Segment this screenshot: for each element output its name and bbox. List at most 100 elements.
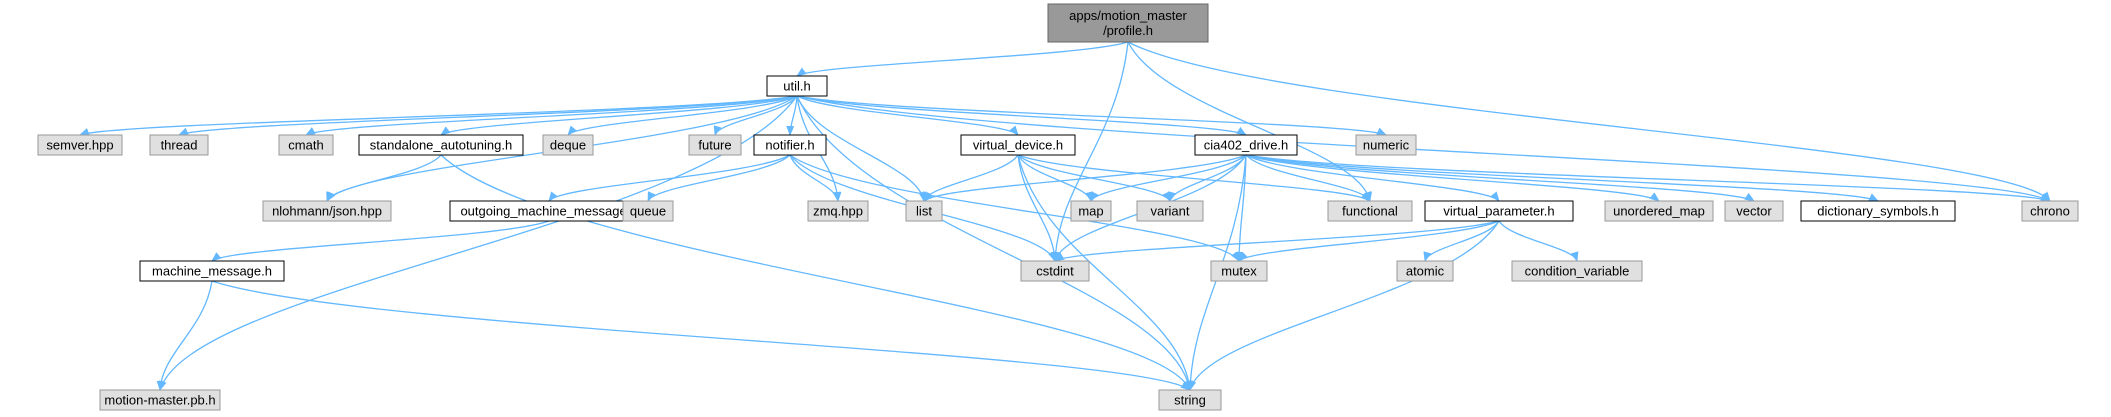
node-queue: queue <box>622 200 674 222</box>
node-box-util <box>766 75 828 97</box>
node-virtual_device[interactable]: virtual_device.h <box>960 134 1076 156</box>
node-zmq: zmq.hpp <box>807 200 869 222</box>
node-root[interactable]: apps/motion_master/profile.h <box>1047 3 1209 43</box>
node-box-functional <box>1327 200 1413 222</box>
edge-util-to-cia402 <box>796 95 1247 136</box>
edge-virtual_device-to-variant <box>1017 154 1171 202</box>
node-label-dictionary: dictionary_symbols.h <box>1817 204 1938 219</box>
node-outgoing[interactable]: outgoing_machine_message.h <box>449 200 649 222</box>
node-box-vector <box>1724 200 1784 222</box>
node-variant: variant <box>1136 200 1204 222</box>
node-box-standalone <box>358 134 524 156</box>
edge-standalone-to-string <box>440 154 1191 391</box>
edges-layer <box>79 41 2051 391</box>
node-box-variant <box>1136 200 1204 222</box>
node-label-root: /profile.h <box>1103 23 1153 38</box>
node-dictionary[interactable]: dictionary_symbols.h <box>1800 200 1956 222</box>
node-label-outgoing: outgoing_machine_message.h <box>460 204 637 219</box>
node-label-future: future <box>698 138 731 153</box>
edge-cia402-to-map <box>1090 154 1247 202</box>
edge-cia402-to-unordered_map <box>1245 154 1660 202</box>
node-nlohmann: nlohmann/json.hpp <box>262 200 392 222</box>
node-label-mutex: mutex <box>1221 264 1257 279</box>
edge-virtual_device-to-list <box>922 154 1019 202</box>
node-chrono: chrono <box>2021 200 2079 222</box>
node-box-deque <box>542 134 594 156</box>
edge-machine_message-to-motion_pb <box>156 280 213 391</box>
edge-cia402-to-functional <box>1245 154 1371 202</box>
node-cmath: cmath <box>278 134 334 156</box>
edge-util-to-future <box>713 95 798 136</box>
edge-cia402-to-mutex <box>1235 154 1247 262</box>
edge-cia402-to-list <box>923 154 1247 202</box>
node-notifier[interactable]: notifier.h <box>753 134 827 156</box>
edge-util-to-list <box>796 95 927 202</box>
edge-util-to-semver <box>79 95 798 136</box>
node-box-list <box>905 200 943 222</box>
edge-root-to-functional <box>1127 41 1372 202</box>
node-label-util: util.h <box>783 79 810 94</box>
edge-util-to-cmath <box>305 95 798 136</box>
node-box-virtual_device <box>960 134 1076 156</box>
edge-util-to-notifier <box>786 95 798 136</box>
node-label-chrono: chrono <box>2030 204 2070 219</box>
node-box-future <box>688 134 742 156</box>
node-standalone[interactable]: standalone_autotuning.h <box>358 134 524 156</box>
edge-notifier-to-outgoing <box>548 154 791 202</box>
edge-virtual_parameter-to-atomic <box>1423 220 1500 262</box>
edge-util-to-numeric <box>796 95 1387 136</box>
node-box-cia402 <box>1194 134 1298 156</box>
node-box-cstdint <box>1020 260 1090 282</box>
node-label-zmq: zmq.hpp <box>813 204 863 219</box>
node-label-functional: functional <box>1342 204 1398 219</box>
node-semver: semver.hpp <box>37 134 123 156</box>
node-box-mutex <box>1210 260 1268 282</box>
node-label-atomic: atomic <box>1406 264 1445 279</box>
edge-notifier-to-queue <box>647 154 791 202</box>
edge-util-to-virtual_device <box>796 95 1019 136</box>
node-label-cia402: cia402_drive.h <box>1204 138 1289 153</box>
node-condition_variable: condition_variable <box>1511 260 1643 282</box>
node-label-queue: queue <box>630 204 666 219</box>
node-label-motion_pb: motion-master.pb.h <box>104 393 215 408</box>
edge-outgoing-to-machine_message <box>211 220 550 262</box>
node-label-thread: thread <box>161 138 198 153</box>
node-cia402[interactable]: cia402_drive.h <box>1194 134 1298 156</box>
node-box-chrono <box>2021 200 2079 222</box>
node-label-deque: deque <box>550 138 586 153</box>
edge-cia402-to-vector <box>1245 154 1755 202</box>
node-label-string: string <box>1174 393 1206 408</box>
edge-cia402-to-virtual_parameter <box>1245 154 1500 202</box>
node-box-numeric <box>1355 134 1417 156</box>
node-mutex: mutex <box>1210 260 1268 282</box>
edge-machine_message-to-string <box>211 280 1191 391</box>
edge-virtual_parameter-to-cstdint <box>1054 220 1500 262</box>
node-deque: deque <box>542 134 594 156</box>
node-label-root: apps/motion_master <box>1069 8 1187 23</box>
node-machine_message[interactable]: machine_message.h <box>139 260 285 282</box>
edge-root-to-util <box>796 41 1129 77</box>
node-box-map <box>1070 200 1112 222</box>
node-box-semver <box>37 134 123 156</box>
node-box-motion_pb <box>99 389 221 411</box>
node-label-cmath: cmath <box>288 138 323 153</box>
node-util[interactable]: util.h <box>766 75 828 97</box>
edge-virtual_device-to-string <box>1017 154 1194 391</box>
node-atomic: atomic <box>1396 260 1454 282</box>
node-label-standalone: standalone_autotuning.h <box>370 138 512 153</box>
edge-standalone-to-nlohmann <box>326 154 442 202</box>
edge-util-to-thread <box>178 95 798 136</box>
edge-notifier-to-zmq <box>789 154 841 202</box>
node-label-cstdint: cstdint <box>1036 264 1074 279</box>
node-label-variant: variant <box>1150 204 1189 219</box>
node-virtual_parameter[interactable]: virtual_parameter.h <box>1424 200 1574 222</box>
node-motion_pb: motion-master.pb.h <box>99 389 221 411</box>
node-box-thread <box>149 134 209 156</box>
node-box-cmath <box>278 134 334 156</box>
node-cstdint: cstdint <box>1020 260 1090 282</box>
node-box-notifier <box>753 134 827 156</box>
edge-virtual_device-to-map <box>1017 154 1093 202</box>
edge-util-to-string <box>796 95 1193 391</box>
edge-notifier-to-mutex <box>789 154 1240 262</box>
edge-util-to-chrono <box>796 95 2051 202</box>
